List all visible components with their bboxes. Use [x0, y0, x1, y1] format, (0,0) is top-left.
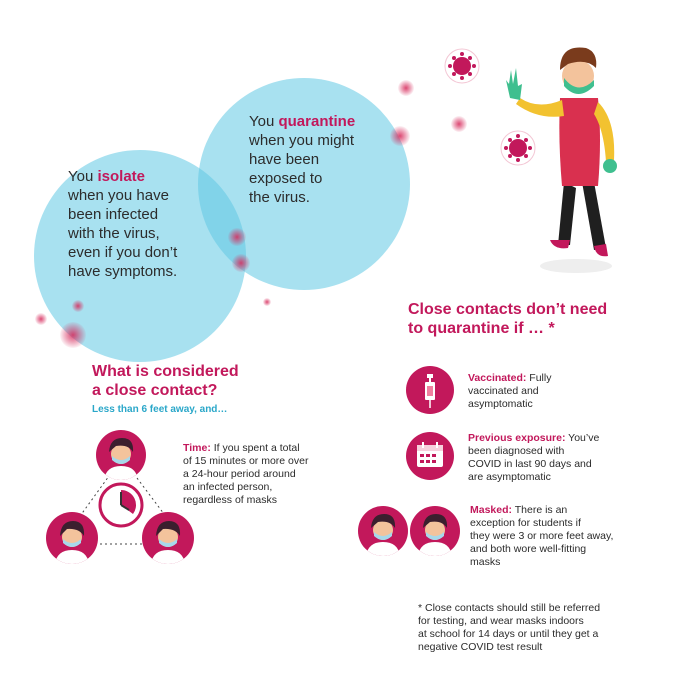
- quarantine-keyword: quarantine: [278, 113, 356, 130]
- virus-particle-icon: [35, 313, 47, 325]
- virus-particle-icon: [60, 322, 86, 348]
- syringe-icon: [406, 366, 454, 414]
- footnote: * Close contacts should still be referre…: [418, 602, 601, 653]
- person-waving-icon: [506, 47, 617, 273]
- masked-person-icon: [96, 430, 146, 480]
- masked-person-icon: [358, 506, 408, 556]
- close-contact-subtitle: Less than 6 feet away, and…: [92, 404, 228, 415]
- clock-icon: [98, 482, 144, 528]
- virus-particle-icon: [451, 116, 467, 132]
- masked-person-icon: [410, 506, 460, 556]
- quarantine-bubble: [198, 78, 410, 290]
- time-text: Time: If you spent a total of 15 minutes…: [183, 442, 309, 506]
- vaccinated-text: Vaccinated: Fully vaccinated and asympto…: [468, 372, 552, 410]
- isolate-keyword: isolate: [97, 168, 146, 185]
- virus-particle-icon: [398, 80, 414, 96]
- virus-particle-icon: [72, 300, 84, 312]
- virus-particle-icon: [232, 254, 250, 272]
- no-quarantine-heading: Close contacts don’t need to quarantine …: [408, 301, 608, 337]
- masked-text: Masked: There is an exception for studen…: [470, 504, 614, 568]
- quarantine-text: You quarantine when you might have been …: [249, 113, 356, 206]
- previous-exposure-text: Previous exposure: You’ve been diagnosed…: [468, 432, 600, 483]
- masked-person-icon: [46, 512, 98, 564]
- virus-icon: [500, 130, 536, 166]
- masked-person-icon: [142, 512, 194, 564]
- virus-particle-icon: [263, 298, 271, 306]
- close-contact-heading: What is considered a close contact?: [92, 363, 239, 399]
- virus-icon: [444, 48, 480, 84]
- calendar-icon: [406, 432, 454, 480]
- virus-particle-icon: [228, 228, 246, 246]
- virus-particle-icon: [390, 126, 410, 146]
- isolate-text: You isolate when you have been infected …: [68, 168, 178, 280]
